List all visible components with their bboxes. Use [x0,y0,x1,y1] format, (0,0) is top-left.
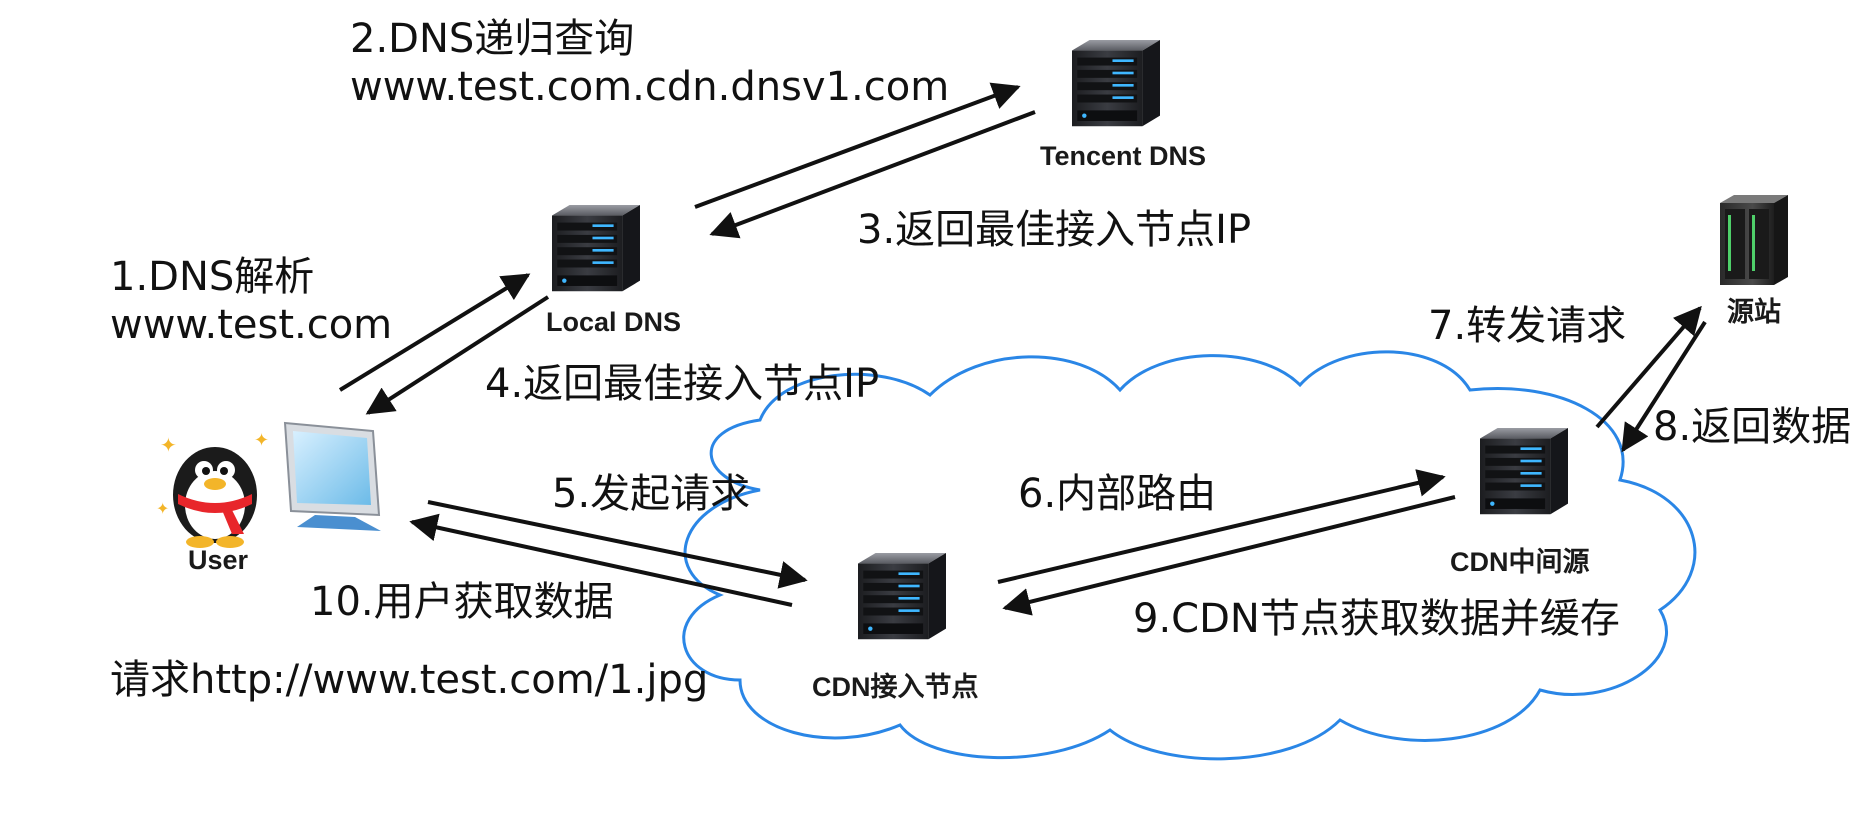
step-1-label: 1.DNS解析 www.test.com [110,253,392,349]
arrow-10-user-get-data [409,513,793,607]
step-3-label: 3.返回最佳接入节点IP [857,207,1252,253]
local-dns-label: Local DNS [546,307,682,337]
arrow-5-request [427,500,808,589]
step-4-label: 4.返回最佳接入节点IP [485,361,880,407]
step-6-label: 6.内部路由 [1018,471,1217,517]
monitor-icon [283,421,381,531]
user-icon: ✦ ✦ ✦ [156,421,381,548]
arrow-2-recursive-query [694,82,1021,209]
arrow-8-return-data [1621,320,1707,453]
origin-server-rack-icon [1720,195,1788,285]
step-5-label: 5.发起请求 [552,471,751,517]
arrow-1-dns-resolve [338,273,531,392]
step-2-title: 2.DNS递归查询 [350,16,635,62]
arrow-9-cache-data [1002,495,1456,616]
cdn-middle-source-label: CDN中间源 [1450,547,1590,577]
tencent-dns-label: Tencent DNS [1040,141,1207,171]
step-8-label: 8.返回数据 [1653,404,1852,450]
step-9-label: 9.CDN节点获取数据并缓存 [1133,596,1620,642]
step-2-domain: www.test.com.cdn.dnsv1.com [350,64,950,110]
step-2-label: 2.DNS递归查询 www.test.com.cdn.dnsv1.com [350,15,949,111]
arrow-6-internal-route [997,469,1446,584]
tencent-dns-server-icon [1072,40,1160,127]
step-7-label: 7.转发请求 [1428,303,1627,349]
arrow-7-forward-request [1595,305,1702,429]
svg-text:✦: ✦ [254,430,269,451]
step-1-domain: www.test.com [110,302,393,348]
cdn-cloud [682,350,1697,761]
step-1-title: 1.DNS解析 [110,254,315,300]
step-10-label: 10.用户获取数据 [310,579,614,625]
cdn-middle-server-icon [1480,428,1568,515]
flow-arrows [338,82,1707,616]
svg-text:✦: ✦ [156,499,169,518]
cdn-access-node-label: CDN接入节点 [812,672,979,702]
user-label: User [188,545,249,575]
arrow-4-return-ip [365,295,550,415]
local-dns-server-icon [552,205,640,292]
cdn-access-server-icon [858,553,946,640]
svg-text:✦: ✦ [160,433,177,457]
arrow-3-return-ip [709,110,1036,239]
origin-site-label: 源站 [1727,297,1781,327]
request-url-label: 请求http://www.test.com/1.jpg [110,657,709,703]
penguin-icon: ✦ ✦ ✦ [156,430,269,548]
